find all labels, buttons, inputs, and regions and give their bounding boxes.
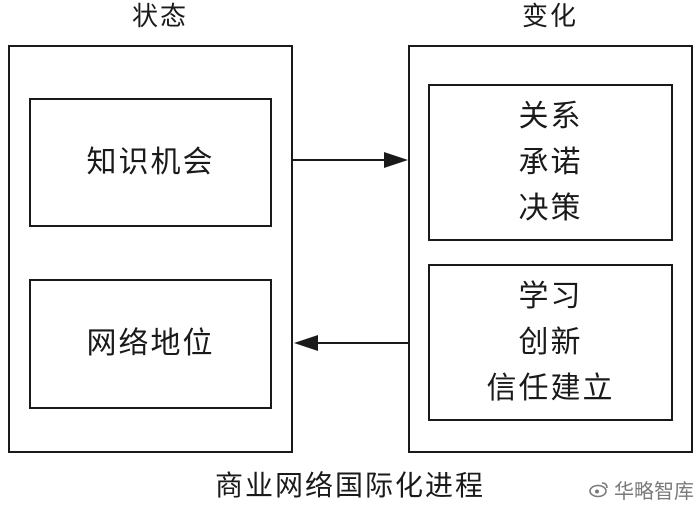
state-heading: 状态 (131, 2, 188, 32)
change-heading: 变化 (521, 2, 578, 32)
box-line: 信任建立 (486, 370, 615, 406)
box-line: 创新 (518, 324, 583, 360)
box-line: 网络地位 (86, 326, 215, 361)
relationship-commitment-decision-box: 关系 承诺 决策 (428, 84, 673, 241)
weibo-icon (588, 479, 610, 503)
watermark: 华略智库 (588, 479, 694, 503)
arrow-state-to-change (293, 152, 408, 168)
box-line: 学习 (518, 278, 583, 314)
arrow-change-to-state (294, 335, 408, 351)
box-line: 决策 (518, 190, 583, 226)
box-line: 承诺 (518, 144, 583, 180)
learning-innovation-trust-box: 学习 创新 信任建立 (428, 264, 673, 421)
network-position-box: 网络地位 (29, 279, 272, 409)
box-line: 关系 (518, 98, 583, 134)
knowledge-opportunity-box: 知识机会 (29, 98, 272, 227)
box-line: 知识机会 (86, 144, 215, 180)
watermark-text: 华略智库 (614, 479, 694, 503)
diagram-caption: 商业网络国际化进程 (214, 469, 485, 502)
